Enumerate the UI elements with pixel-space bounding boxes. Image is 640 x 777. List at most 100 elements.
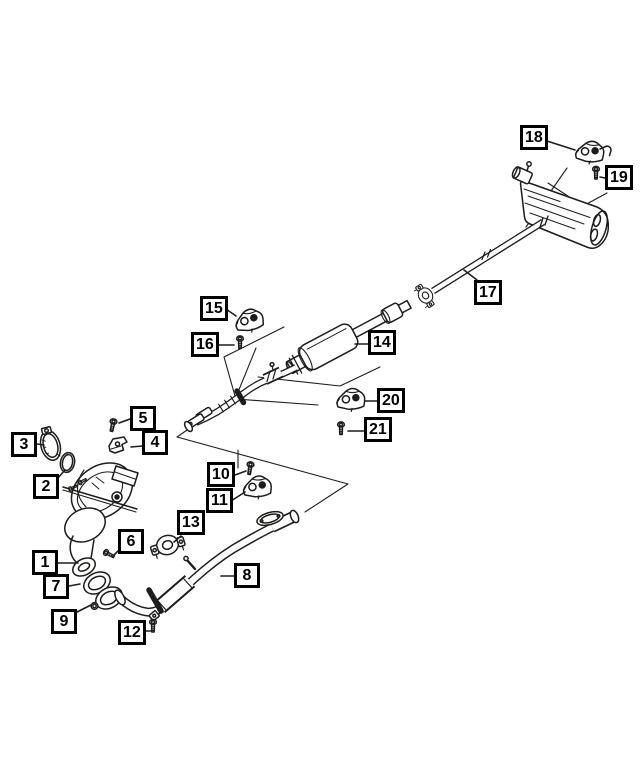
o-ring-gasket-2 bbox=[59, 451, 76, 474]
callout-box-19[interactable]: 19 bbox=[605, 165, 633, 190]
leader-18 bbox=[546, 140, 576, 151]
flange-bolt-12 bbox=[148, 618, 158, 633]
callout-label-1: 1 bbox=[40, 553, 50, 571]
callout-box-15[interactable]: 15 bbox=[200, 296, 228, 321]
support-bracket-4 bbox=[108, 436, 128, 454]
pipe-seam-mark bbox=[486, 248, 492, 258]
pipe-hanger-plate bbox=[256, 510, 284, 527]
callout-box-13[interactable]: 13 bbox=[177, 510, 205, 535]
callout-label-6: 6 bbox=[126, 532, 136, 550]
leader-4 bbox=[130, 445, 143, 448]
converter-bolt-6 bbox=[101, 548, 117, 561]
callout-box-8[interactable]: 8 bbox=[234, 563, 260, 588]
resonator-body bbox=[298, 323, 359, 371]
hanger-bracket-20 bbox=[334, 386, 367, 414]
pipe-inlet-flange bbox=[114, 589, 126, 606]
callout-label-11: 11 bbox=[211, 491, 228, 509]
exhaust-clamp-on-tailpipe bbox=[412, 280, 439, 311]
callout-box-5[interactable]: 5 bbox=[130, 406, 156, 431]
downpipe bbox=[69, 535, 77, 563]
callout-box-10[interactable]: 10 bbox=[207, 462, 235, 487]
leader-10 bbox=[234, 470, 247, 476]
pointer-hanger15-a bbox=[223, 326, 285, 397]
pipe-end-face bbox=[183, 420, 194, 433]
callout-box-11[interactable]: 11 bbox=[206, 488, 233, 513]
callout-label-21: 21 bbox=[369, 420, 387, 438]
middle-pipe-8 bbox=[114, 509, 300, 622]
flex-clamp-band bbox=[234, 388, 247, 406]
callout-box-16[interactable]: 16 bbox=[191, 332, 219, 357]
muffler bbox=[511, 161, 610, 249]
hanger-bolt-10 bbox=[244, 460, 255, 476]
leader-9 bbox=[76, 604, 92, 613]
callout-box-4[interactable]: 4 bbox=[142, 430, 168, 455]
callout-box-18[interactable]: 18 bbox=[520, 125, 548, 150]
callout-label-5: 5 bbox=[138, 409, 148, 427]
leader-13 bbox=[173, 535, 182, 543]
callout-box-9[interactable]: 9 bbox=[51, 609, 77, 634]
callout-label-20: 20 bbox=[382, 391, 400, 409]
leader-19 bbox=[599, 176, 606, 179]
callout-box-21[interactable]: 21 bbox=[364, 417, 392, 442]
pipe-open-end bbox=[289, 509, 300, 524]
pointer-hanger20-b bbox=[235, 398, 319, 406]
pipe-hanger-pin bbox=[185, 558, 197, 571]
leader-2 bbox=[57, 469, 66, 479]
tailpipe-17 bbox=[431, 215, 549, 294]
callout-box-14[interactable]: 14 bbox=[368, 330, 396, 355]
callout-box-7[interactable]: 7 bbox=[43, 574, 69, 599]
muffler-hatching bbox=[523, 188, 591, 230]
hanger-hook bbox=[599, 145, 612, 157]
pipe-joint-collar bbox=[539, 217, 544, 228]
callout-label-17: 17 bbox=[479, 283, 497, 301]
converter-brace-rod bbox=[62, 486, 138, 510]
callout-box-6[interactable]: 6 bbox=[118, 529, 144, 554]
callout-label-12: 12 bbox=[123, 623, 141, 641]
leader-5 bbox=[118, 418, 131, 424]
callout-label-7: 7 bbox=[51, 577, 61, 595]
flex-braid-ticks bbox=[218, 391, 242, 413]
callout-label-18: 18 bbox=[525, 128, 543, 146]
pipe-clamp-band bbox=[146, 587, 164, 614]
rear-hanger-bracket-18 bbox=[574, 139, 612, 166]
callout-label-3: 3 bbox=[19, 435, 29, 453]
resonator-outlet-sleeve bbox=[381, 302, 404, 324]
callout-label-15: 15 bbox=[205, 299, 223, 317]
callout-box-3[interactable]: 3 bbox=[11, 432, 37, 457]
front-flex-pipe bbox=[183, 361, 298, 433]
flange-nut-9 bbox=[90, 601, 99, 611]
pipe-seam-mark bbox=[481, 251, 486, 261]
callout-box-17[interactable]: 17 bbox=[474, 280, 502, 305]
callout-box-12[interactable]: 12 bbox=[118, 620, 146, 645]
converter-lower-shield bbox=[64, 507, 106, 543]
clamp-tab bbox=[148, 610, 160, 622]
hanger-bracket-11 bbox=[241, 474, 274, 502]
hanger-bracket-15 bbox=[231, 305, 267, 337]
leader-7 bbox=[68, 583, 81, 587]
leader-lines bbox=[36, 140, 606, 632]
muffler-outlet-tip bbox=[592, 213, 602, 228]
leader-11 bbox=[230, 491, 246, 502]
hanger-bolt-21 bbox=[336, 421, 346, 436]
callout-label-9: 9 bbox=[59, 612, 69, 630]
callout-box-1[interactable]: 1 bbox=[32, 550, 58, 575]
pointer-bracket45 bbox=[176, 418, 349, 513]
pointer-hanger20-a bbox=[257, 366, 381, 387]
callout-box-2[interactable]: 2 bbox=[33, 474, 59, 499]
callout-label-2: 2 bbox=[41, 477, 51, 495]
pipe-joint-collar bbox=[544, 215, 549, 226]
callout-label-19: 19 bbox=[610, 168, 628, 186]
callout-label-14: 14 bbox=[373, 333, 391, 351]
band-clamp-3 bbox=[39, 425, 62, 461]
callout-box-20[interactable]: 20 bbox=[377, 388, 405, 413]
muffler-inlet-stub bbox=[511, 166, 533, 185]
hanger-bolt-16 bbox=[235, 335, 245, 350]
callout-label-13: 13 bbox=[182, 513, 200, 531]
pointer-hanger15-b bbox=[235, 347, 257, 398]
leader-3 bbox=[36, 443, 45, 446]
callout-label-4: 4 bbox=[150, 433, 160, 451]
callout-label-16: 16 bbox=[196, 335, 214, 353]
hanger-bolt-19 bbox=[591, 165, 601, 180]
callout-label-10: 10 bbox=[212, 465, 230, 483]
